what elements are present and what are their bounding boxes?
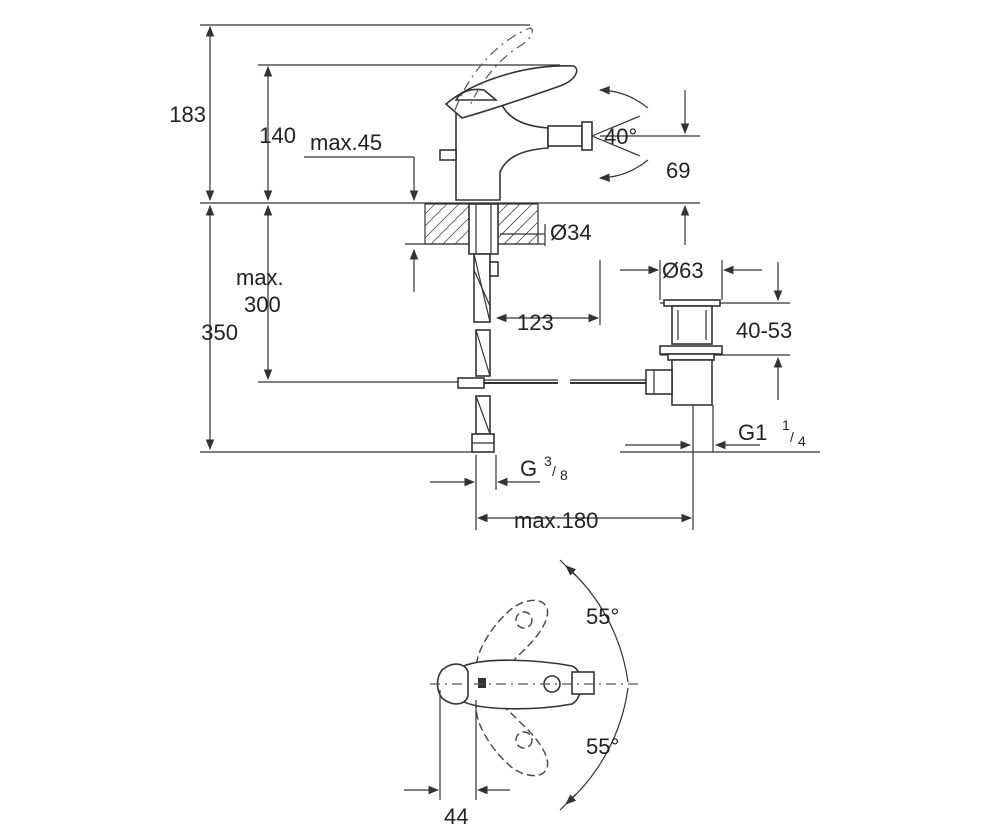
dim-max-deck-thickness: max.45 <box>304 130 419 292</box>
dim-hole-diameter: Ø34 <box>500 220 592 246</box>
dim-waste-diameter: Ø63 <box>620 258 762 300</box>
side-elevation-view: 183 140 max.45 350 max. 300 <box>169 24 820 533</box>
lever-plan <box>430 659 640 710</box>
label-max180: max.180 <box>514 508 598 533</box>
plan-view: 55° 55° 44 <box>404 559 640 829</box>
label-140: 140 <box>259 123 296 148</box>
label-diam34: Ø34 <box>550 220 592 245</box>
dim-spout-height: 140 <box>259 65 296 202</box>
label-300: 300 <box>244 292 281 317</box>
label-g-den: 8 <box>560 467 568 483</box>
dim-lever-angle-lower: 55° <box>559 687 629 811</box>
label-55-lower: 55° <box>586 734 619 759</box>
label-350: 350 <box>201 320 238 345</box>
label-diam63: Ø63 <box>662 258 704 283</box>
popup-rod <box>457 377 652 389</box>
label-40-53: 40-53 <box>736 318 792 343</box>
dim-supply-thread: G 3 / 8 <box>430 453 568 487</box>
dim-spout-drop: 69 <box>666 90 690 245</box>
dim-waste-thread: G1 1 / 4 <box>625 417 806 450</box>
label-g: G <box>520 456 537 481</box>
ghost-lever-lower <box>475 697 549 777</box>
supply-hoses <box>468 203 499 453</box>
label-183: 183 <box>169 102 206 127</box>
label-40deg: 40° <box>604 124 637 149</box>
label-g1-slash: / <box>790 429 794 445</box>
label-69: 69 <box>666 158 690 183</box>
dim-max-projection: max.180 <box>476 508 693 533</box>
label-55-upper: 55° <box>586 604 619 629</box>
label-44: 44 <box>444 804 468 829</box>
dim-swivel-angle: 40° <box>591 86 649 182</box>
waste-assembly <box>645 299 723 406</box>
dim-waste-height: 40-53 <box>736 262 792 400</box>
label-123: 123 <box>517 310 554 335</box>
label-g-slash: / <box>552 463 556 479</box>
label-max-line1: max. <box>236 265 284 290</box>
dim-lever-angle-upper: 55° <box>559 559 629 683</box>
dim-handle-offset: 44 <box>404 690 510 829</box>
label-max45: max.45 <box>310 130 382 155</box>
label-g1-den: 4 <box>798 433 806 449</box>
label-g1: G1 <box>738 420 767 445</box>
faucet-body-side <box>439 27 593 201</box>
dim-total-height: 183 <box>169 25 215 202</box>
label-g-num: 3 <box>544 453 552 469</box>
label-g1-num: 1 <box>782 417 790 433</box>
dim-max-below-deck: max. 300 <box>236 204 284 381</box>
dim-under-deck-height: 350 <box>201 204 238 451</box>
dim-waste-offset: 123 <box>495 310 600 335</box>
